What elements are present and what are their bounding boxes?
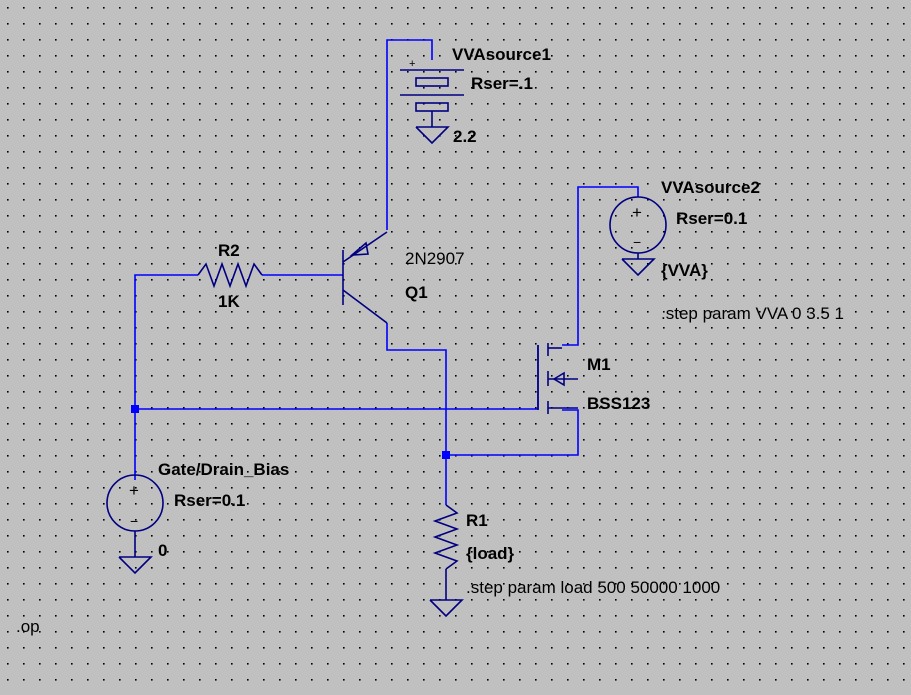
vsource1-attr: Rser=.1 — [471, 74, 533, 93]
vsource1-plus: + — [409, 58, 415, 70]
r1-name: R1 — [466, 511, 488, 530]
vsource1-value: 2.2 — [453, 127, 477, 146]
directive-op[interactable]: .op — [16, 617, 40, 636]
q1-name: Q1 — [405, 283, 428, 302]
junction-dot — [131, 405, 139, 413]
ground-icon — [415, 126, 450, 145]
m1-name: M1 — [587, 355, 611, 374]
r2-symbol[interactable] — [197, 261, 263, 289]
vsource3-value: 0 — [158, 541, 167, 560]
vsource3-plus: + — [129, 481, 139, 500]
vsource1-name: VVAsource1 — [452, 45, 551, 64]
r2-name: R2 — [218, 241, 240, 260]
m1-model: BSS123 — [587, 394, 650, 413]
body-arrow-icon — [552, 371, 565, 387]
r2-value: 1K — [218, 292, 240, 311]
wire-emitter-to-vsource1[interactable] — [386, 39, 433, 230]
vsource3-minus: − — [130, 513, 138, 529]
emitter-arrow-icon — [349, 241, 369, 256]
q1-symbol[interactable] — [342, 231, 388, 324]
wire-collector-to-node[interactable] — [386, 323, 447, 455]
directive-step-load[interactable]: .step param load 500 50000 1000 — [466, 578, 720, 597]
directive-step-vva[interactable]: .step param VVA 0 3.5 1 — [661, 304, 844, 323]
vsource3-symbol[interactable] — [106, 474, 164, 575]
vsource2-attr: Rser=0.1 — [676, 209, 747, 228]
wire-node-to-m1-source[interactable] — [446, 409, 579, 456]
vsource2-minus: − — [633, 234, 641, 250]
vsource1-symbol[interactable] — [400, 69, 464, 145]
junction-dot — [442, 451, 450, 459]
wire-m1-drain-to-vsource2[interactable] — [562, 186, 639, 346]
m1-symbol[interactable] — [537, 343, 578, 414]
vsource2-value: {VVA} — [661, 261, 708, 280]
vsource2-plus: + — [632, 203, 642, 222]
vsource3-name: Gate/Drain_Bias — [158, 460, 289, 479]
vsource3-attr: Rser=0.1 — [174, 491, 245, 510]
ground-icon — [429, 599, 464, 618]
r1-symbol[interactable] — [429, 504, 464, 618]
q1-model: 2N2907 — [405, 249, 465, 268]
ground-icon — [621, 258, 656, 277]
vsource2-symbol[interactable] — [609, 196, 667, 277]
vsource2-name: VVAsource2 — [661, 178, 760, 197]
ground-icon — [118, 556, 153, 575]
r1-value: {load} — [466, 544, 515, 563]
